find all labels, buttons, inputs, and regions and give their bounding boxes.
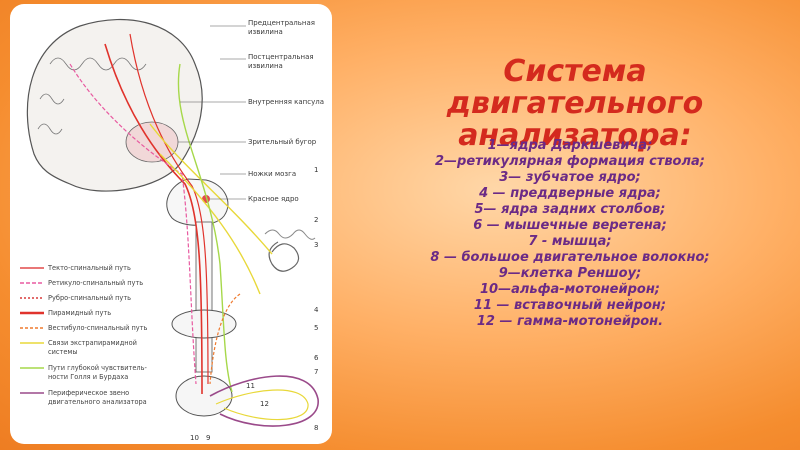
- slide-title: Система двигательного анализатора:: [446, 54, 704, 153]
- marker-1: 1: [314, 166, 318, 174]
- dentate-nucleus-shape: [268, 241, 300, 272]
- marker-9: 9: [206, 434, 210, 442]
- marker-3: 3: [314, 241, 318, 249]
- marker-2: 2: [314, 216, 318, 224]
- cortex-gyri: [37, 57, 147, 135]
- extrapyramidal-link: [149, 123, 273, 295]
- marker-7: 7: [314, 368, 318, 376]
- pyramidal-tract: [104, 43, 203, 395]
- legend-pyramidal: Пирамидный путь: [48, 309, 111, 317]
- peripheral-loop: [209, 375, 319, 427]
- medulla-section: [171, 309, 237, 339]
- spinal-section: [175, 375, 233, 417]
- postcentral-label-2: извилина: [248, 62, 283, 70]
- marker-5: 5: [314, 324, 318, 332]
- thalamus-shape: [125, 121, 179, 163]
- precentral-label-2: извилина: [248, 28, 283, 36]
- legend-item-2: 2—ретикулярная формация ствола;: [435, 154, 705, 169]
- legend-item-6: 6 — мышечные веретена;: [473, 218, 667, 233]
- legend-item-9: 9—клетка Реншоу;: [498, 266, 642, 281]
- peduncles-label: Ножки мозга: [248, 170, 296, 178]
- legend-sensory: Пути глубокой чувствитель-: [48, 364, 147, 372]
- legend-item-3: 3— зубчатое ядро;: [499, 170, 641, 185]
- red-nucleus-label: Красное ядро: [248, 195, 299, 203]
- motor-analyzer-diagram: Предцентральная извилина Постцентральная…: [20, 19, 324, 442]
- legend-item-5: 5— ядра задних столбов;: [474, 202, 666, 217]
- postcentral-label-1: Постцентральная: [248, 53, 314, 61]
- legend-item-12: 12 — гамма-мотонейрон.: [476, 314, 664, 329]
- thalamus-label: Зрительный бугор: [248, 138, 317, 146]
- legend-rubro: Рубро-спинальный путь: [48, 294, 131, 302]
- marker-8: 8: [314, 424, 318, 432]
- legend-extrapyramidal: Связи экстрапирамидной: [48, 339, 137, 347]
- figure-legend: Текто-спинальный путь Ретикуло-спинальны…: [20, 264, 148, 406]
- legend-item-1: 1—ядра Даркшевича;: [487, 138, 653, 153]
- legend-item-11: 11 — вставочный нейрон;: [473, 298, 667, 313]
- peripheral-loop-2: [215, 389, 309, 421]
- precentral-label-1: Предцентральная: [248, 19, 315, 27]
- legend-sensory-cont: ности Голля и Бурдаха: [48, 373, 128, 381]
- marker-12: 12: [260, 400, 269, 408]
- motor-analyzer-figure: Предцентральная извилина Постцентральная…: [10, 4, 332, 444]
- dentate-nucleus-coil: [264, 229, 316, 240]
- capsule-label: Внутренняя капсула: [248, 98, 324, 106]
- marker-6: 6: [314, 354, 319, 362]
- legend-item-4: 4 — преддверные ядра;: [479, 186, 661, 201]
- sensory-tract: [177, 63, 233, 393]
- vestibular-tract: [209, 293, 241, 385]
- legend-tecto: Текто-спинальный путь: [47, 264, 131, 272]
- legend-item-10: 10—альфа-мотонейрон;: [479, 282, 661, 297]
- numbered-legend-list: 1—ядра Даркшевича; 2—ретикулярная формац…: [390, 138, 750, 330]
- legend-item-8: 8 — большое двигательное волокно;: [430, 250, 710, 265]
- legend-reticulo: Ретикуло-спинальный путь: [48, 279, 143, 287]
- legend-peripheral: Периферическое звено: [48, 389, 129, 397]
- legend-extrapyramidal-cont: системы: [48, 348, 78, 356]
- brain-hemisphere: [26, 19, 203, 192]
- pyramidal-tract-2: [129, 33, 209, 385]
- legend-item-7: 7 - мышца;: [528, 234, 612, 249]
- reticular-tract: [69, 63, 197, 385]
- legend-peripheral-cont: двигательного анализатора: [48, 398, 147, 406]
- marker-10: 10: [190, 434, 199, 442]
- legend-vestibulo: Вестибуло-спинальный путь: [48, 324, 148, 332]
- marker-4: 4: [314, 306, 319, 314]
- marker-11: 11: [246, 382, 255, 390]
